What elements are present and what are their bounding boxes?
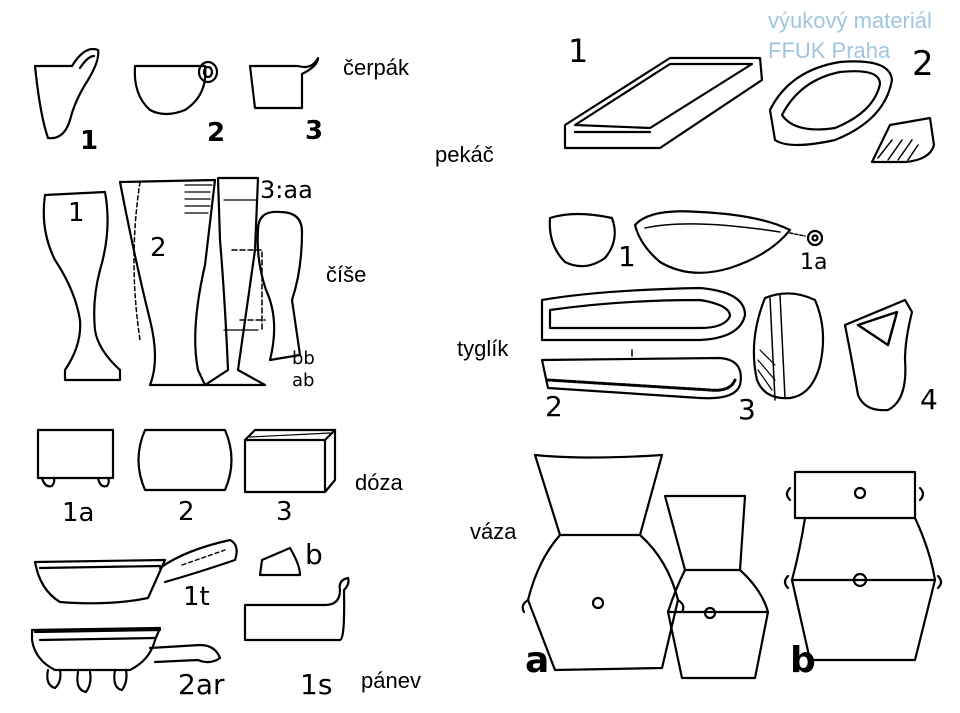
cerpak-drawing-3 — [248, 56, 320, 110]
vaza-drawing-a — [521, 453, 770, 680]
cerpak-number-3: 3 — [305, 116, 324, 146]
tyglik-drawing-4 — [843, 298, 914, 412]
tyglik-drawing-3 — [752, 292, 825, 401]
watermark-line-1: výukový materiál — [768, 8, 932, 33]
tyglik-drawing-2 — [540, 286, 747, 400]
cise-number-1: 1 — [68, 198, 85, 228]
tyglik-number-1: 1 — [618, 240, 636, 273]
doza-number-1a: 1a — [62, 498, 95, 528]
vaza-drawing-b — [783, 470, 943, 662]
label-cerpak: čerpák — [343, 55, 410, 80]
label-vaza: váza — [470, 519, 517, 544]
vaza-letter-a: a — [525, 640, 550, 681]
label-doza: dóza — [355, 470, 403, 495]
label-cise: číše — [326, 262, 367, 287]
cerpak-drawing-2 — [133, 60, 219, 116]
tyglik-number-1a: 1a — [800, 250, 828, 275]
cise-number-bb: bb — [292, 348, 315, 369]
panev-number-1s: 1s — [300, 668, 333, 701]
panev-drawing-2ar — [30, 626, 222, 694]
pekac-number-2: 2 — [912, 44, 934, 84]
label-panev: pánev — [361, 668, 421, 693]
pekac-drawing-2 — [768, 60, 936, 164]
pekac-number-1: 1 — [568, 32, 589, 70]
tyglik-number-4: 4 — [920, 383, 938, 416]
panev-number-b: b — [305, 538, 323, 571]
vaza-letter-b: b — [790, 640, 816, 681]
cerpak-number-2: 2 — [207, 118, 226, 148]
tyglik-number-2: 2 — [545, 390, 563, 423]
tyglik-number-3: 3 — [738, 393, 756, 426]
cise-drawing-2 — [118, 178, 217, 387]
doza-number-3: 3 — [276, 497, 293, 527]
cise-drawing-3 — [203, 176, 304, 387]
panev-drawing-b — [243, 546, 350, 642]
panev-drawing-1t — [33, 538, 238, 605]
tyglik-drawing-1 — [548, 210, 824, 274]
doza-drawing-3 — [243, 428, 337, 494]
cise-number-ab: ab — [292, 370, 315, 391]
panev-number-1t: 1t — [183, 582, 210, 612]
cerpak-number-1: 1 — [80, 126, 99, 156]
doza-drawing-2 — [137, 428, 233, 492]
cerpak-drawing-1 — [33, 48, 100, 140]
doza-number-2: 2 — [178, 497, 195, 527]
label-tyglik: tyglík — [457, 336, 509, 361]
cise-drawing-1 — [42, 190, 122, 382]
doza-drawing-1a — [36, 428, 115, 488]
watermark-line-2: FFUK Praha — [768, 38, 891, 63]
label-pekac: pekáč — [435, 142, 494, 167]
cise-number-2: 2 — [150, 233, 167, 263]
cise-number-3aa: 3:aa — [260, 176, 313, 204]
pekac-drawing-1 — [563, 56, 764, 150]
panev-number-2ar: 2ar — [178, 668, 225, 701]
